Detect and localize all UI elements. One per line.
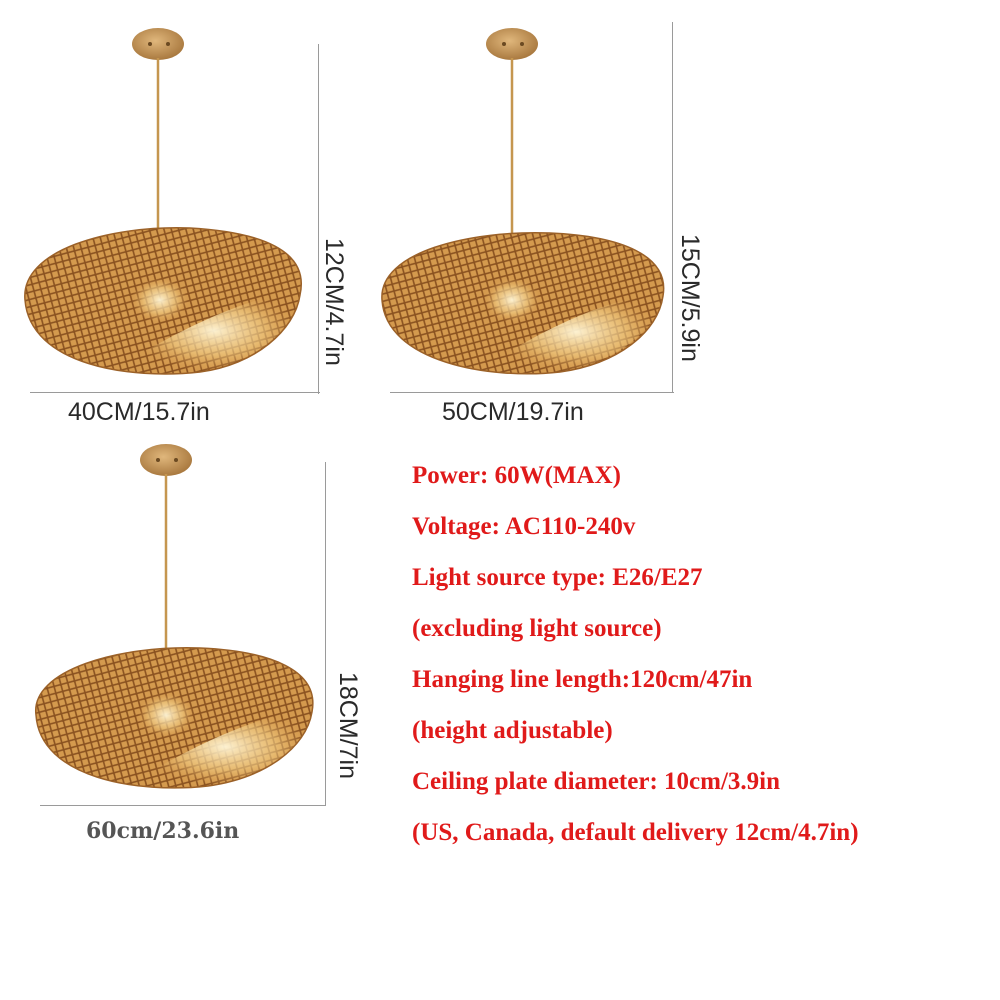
ceiling-plate	[486, 28, 538, 60]
lamp-medium: 50CM/19.7in 15CM/5.9in	[360, 0, 704, 430]
ceiling-plate	[140, 444, 192, 476]
width-dimension-label: 40CM/15.7in	[68, 398, 210, 426]
spec-power: Power: 60W(MAX)	[412, 462, 621, 489]
spec-height-note: (height adjustable)	[412, 717, 613, 744]
height-dimension-label: 12CM/4.7in	[320, 238, 348, 366]
width-dimension-label: 50CM/19.7in	[442, 398, 584, 426]
spec-delivery-note: (US, Canada, default delivery 12cm/4.7in…	[412, 819, 859, 846]
spec-voltage: Voltage: AC110-240v	[412, 513, 636, 540]
width-dimension-label: 60cm/23.6in	[86, 818, 240, 844]
spec-hanging-line-length: Hanging line length:120cm/47in	[412, 666, 753, 693]
shade-glow	[492, 292, 661, 372]
height-dimension-label: 15CM/5.9in	[676, 234, 704, 362]
specifications-list: Power: 60W(MAX) Voltage: AC110-240v Ligh…	[412, 458, 859, 866]
height-dimension-label: 18CM/7in	[334, 672, 362, 779]
lamp-small-illustration	[24, 28, 302, 375]
shade-glow	[140, 708, 311, 786]
spec-ceiling-plate-diameter: Ceiling plate diameter: 10cm/3.9in	[412, 768, 780, 795]
lamp-small: 40CM/15.7in 12CM/4.7in	[0, 0, 348, 430]
spec-light-source-type: Light source type: E26/E27	[412, 564, 703, 591]
spec-light-source-note: (excluding light source)	[412, 615, 662, 642]
lamp-large: 60cm/23.6in 18CM/7in	[0, 430, 370, 850]
lamp-medium-illustration	[381, 28, 665, 375]
lamp-large-illustration	[35, 444, 314, 789]
shade-glow	[130, 290, 299, 372]
ceiling-plate	[132, 28, 184, 60]
